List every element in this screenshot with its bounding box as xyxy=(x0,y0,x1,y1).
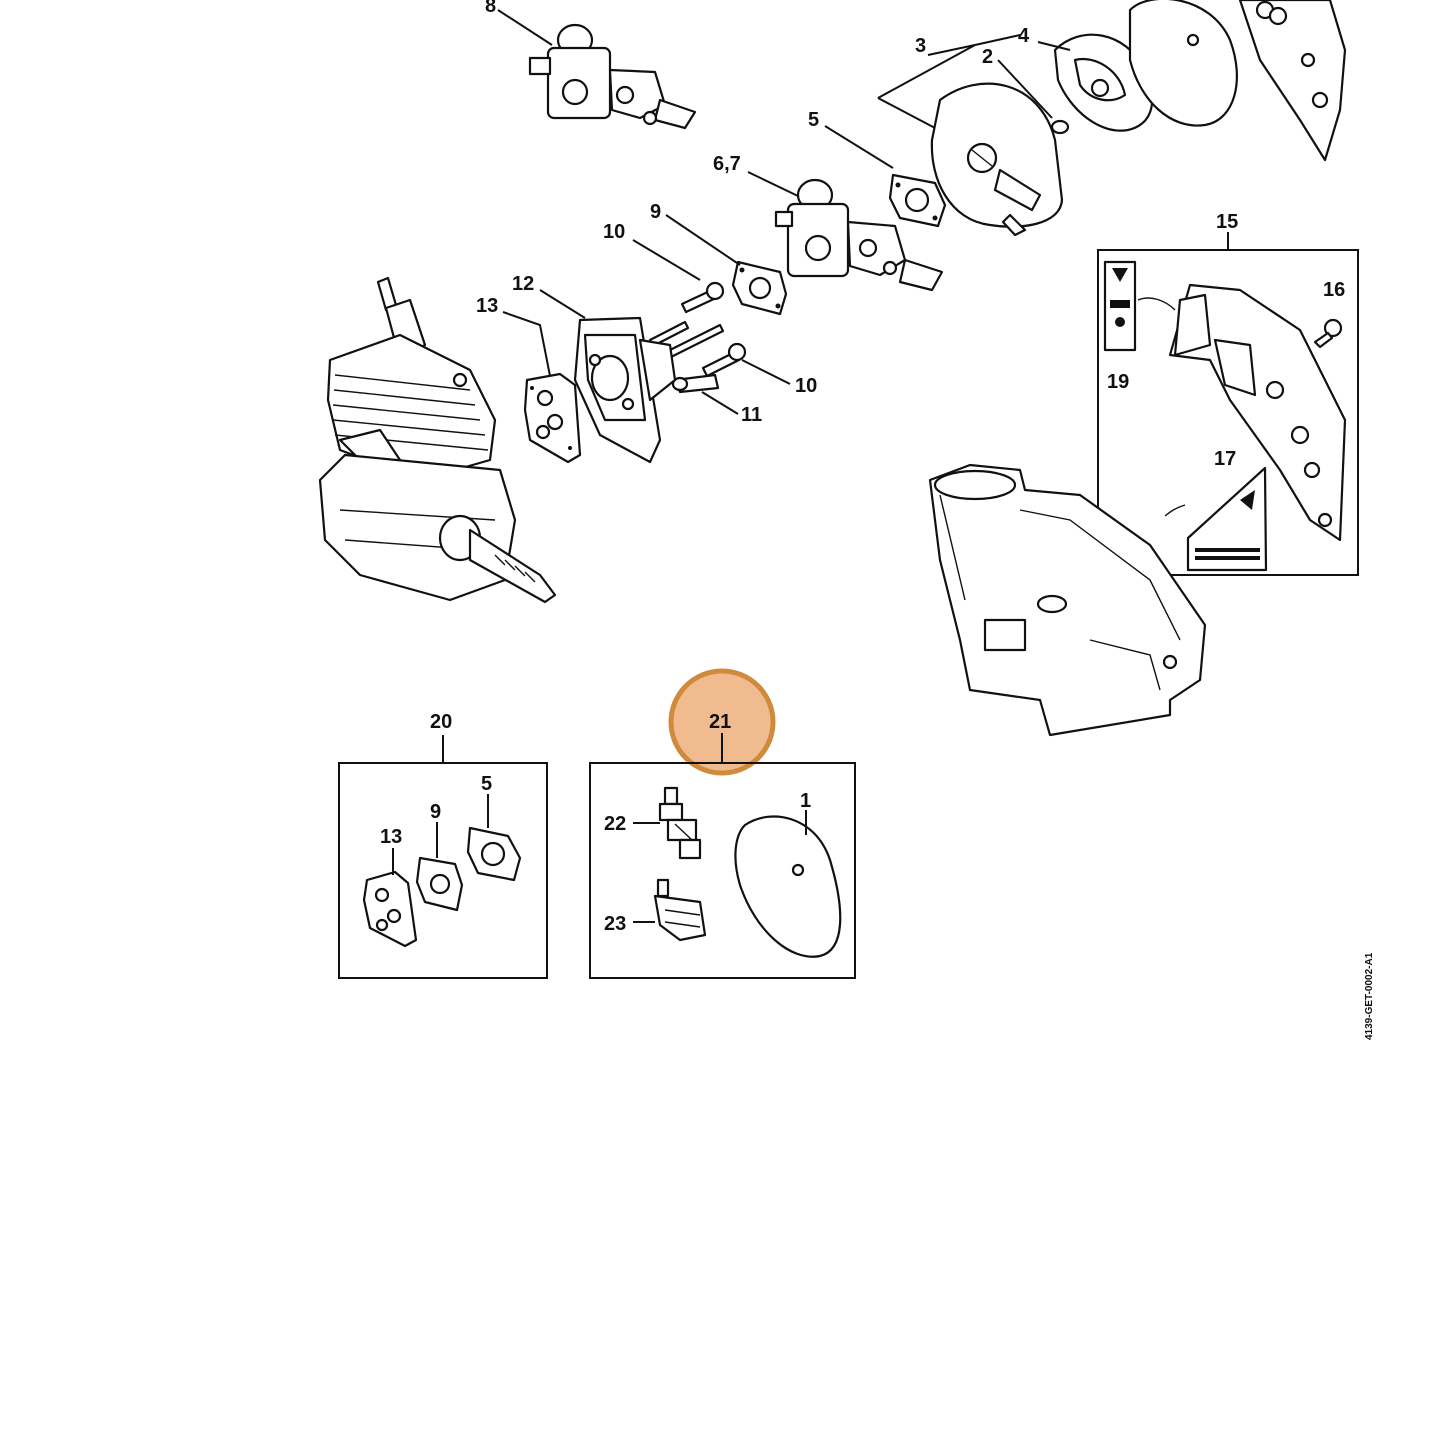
callout-17[interactable]: 17 xyxy=(1214,448,1236,470)
gasket-5[interactable] xyxy=(888,173,947,228)
shroud-cover-15[interactable] xyxy=(1168,283,1347,542)
callout-19[interactable]: 19 xyxy=(1107,371,1129,393)
cover-1[interactable] xyxy=(734,815,842,958)
screw-top[interactable] xyxy=(680,281,725,314)
gasket-13-kit[interactable] xyxy=(362,870,418,948)
callout-4[interactable]: 4 xyxy=(1018,25,1030,47)
callout-10-top[interactable]: 10 xyxy=(603,221,625,243)
gasket-9[interactable] xyxy=(731,260,788,316)
spark-plug-22[interactable] xyxy=(658,786,702,860)
callout-20[interactable]: 20 xyxy=(430,711,452,733)
screw-16[interactable] xyxy=(1313,318,1343,349)
callout-10-bottom[interactable]: 10 xyxy=(795,375,817,397)
fan-housing[interactable] xyxy=(928,463,1207,737)
carburetor-top[interactable] xyxy=(528,23,697,130)
fuel-pickup-23[interactable] xyxy=(653,878,707,942)
washer-11[interactable] xyxy=(671,373,720,394)
decal-17[interactable] xyxy=(1164,466,1268,572)
carburetor-middle[interactable] xyxy=(774,178,944,292)
callout-15[interactable]: 15 xyxy=(1216,211,1238,233)
gasket-5-kit[interactable] xyxy=(466,826,522,882)
callout-3[interactable]: 3 xyxy=(915,35,926,57)
callout-22[interactable]: 22 xyxy=(604,813,626,835)
screw-bottom[interactable] xyxy=(701,342,747,378)
callout-9-kit[interactable]: 9 xyxy=(430,801,441,823)
nut-part-2[interactable] xyxy=(1050,119,1070,135)
gasket-9-kit[interactable] xyxy=(415,856,464,912)
callout-1[interactable]: 1 xyxy=(800,790,811,812)
filter-housing[interactable] xyxy=(930,82,1064,237)
callout-12[interactable]: 12 xyxy=(512,273,534,295)
leader-lines xyxy=(497,9,1071,415)
gasket-13[interactable] xyxy=(523,372,582,464)
callout-5-kit[interactable]: 5 xyxy=(481,773,492,795)
callout-8[interactable]: 8 xyxy=(485,0,496,17)
intake-manifold[interactable] xyxy=(573,316,677,464)
callout-6-7[interactable]: 6,7 xyxy=(713,153,741,175)
decal-19[interactable] xyxy=(1103,260,1176,352)
engine-block[interactable] xyxy=(318,276,557,604)
callout-21[interactable]: 21 xyxy=(709,711,731,733)
callout-5[interactable]: 5 xyxy=(808,109,819,131)
callout-labels: 8 3 4 2 5 6,7 9 10 12 13 10 11 15 16 19 … xyxy=(380,0,1345,935)
cover-plate[interactable] xyxy=(1128,0,1238,127)
highlight-circle[interactable] xyxy=(668,668,776,776)
callout-9[interactable]: 9 xyxy=(650,201,661,223)
drawing-reference: 4139-GET-0002-A1 xyxy=(1364,952,1375,1040)
callout-11[interactable]: 11 xyxy=(741,404,762,426)
callout-23[interactable]: 23 xyxy=(604,913,626,935)
callout-13-kit[interactable]: 13 xyxy=(380,826,402,848)
shroud-top[interactable] xyxy=(1238,0,1347,162)
filter-element[interactable] xyxy=(1053,33,1154,132)
callout-16[interactable]: 16 xyxy=(1323,279,1345,301)
callout-2[interactable]: 2 xyxy=(982,46,993,68)
callout-13[interactable]: 13 xyxy=(476,295,498,317)
